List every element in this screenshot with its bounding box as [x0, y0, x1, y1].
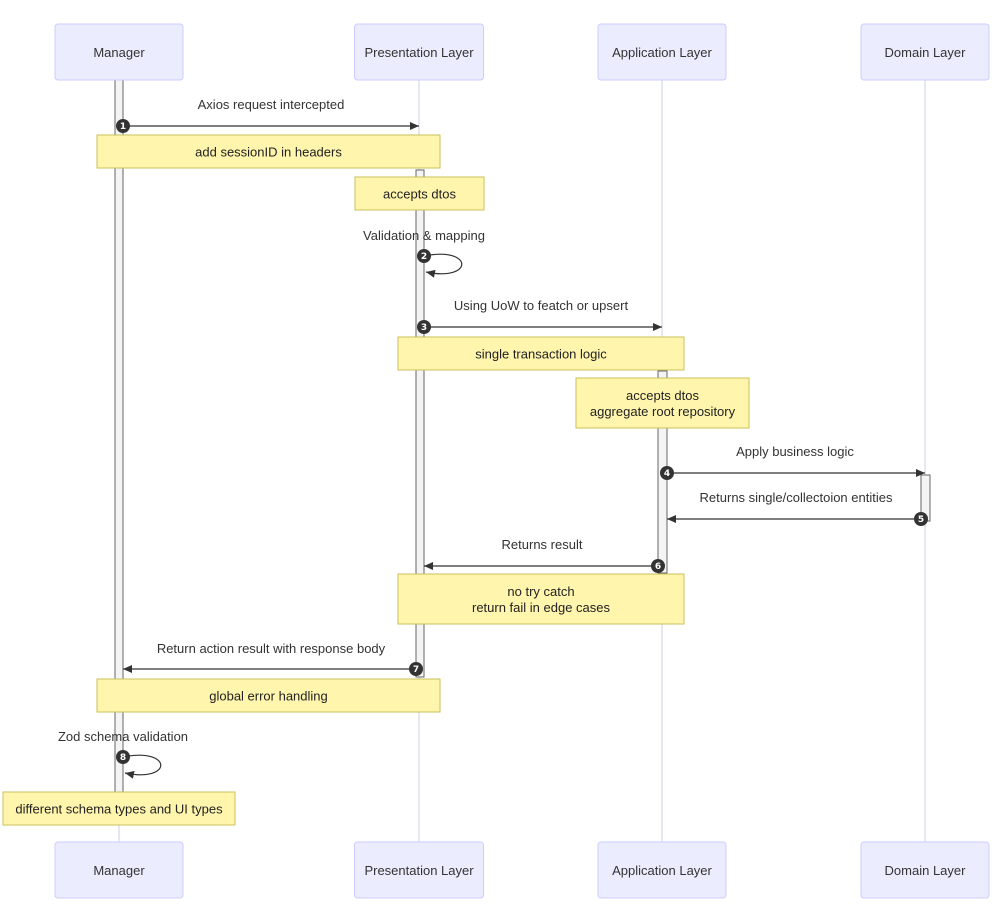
sequence-number-badge — [409, 662, 423, 676]
note-6: global error handling — [96, 678, 441, 713]
participant-box — [860, 23, 990, 81]
sequence-number-badge — [417, 249, 431, 263]
message-3: Using UoW to featch or upsert 3 — [417, 298, 662, 334]
sequence-number-badge — [116, 750, 130, 764]
participant-label: Domain Layer — [885, 45, 967, 60]
participant-manager-bottom[interactable]: Manager — [54, 841, 184, 899]
message-label: Axios request intercepted — [198, 97, 345, 112]
sequence-number: 8 — [120, 753, 126, 763]
self-message-arrow — [423, 253, 463, 278]
note-text: single transaction logic — [475, 347, 607, 362]
note-box — [397, 336, 685, 371]
message-8: Zod schema validation 8 — [58, 729, 188, 779]
participant-label: Presentation Layer — [364, 863, 474, 878]
participant-domain-bottom[interactable]: Domain Layer — [860, 841, 990, 899]
sequence-number-badge — [660, 466, 674, 480]
note-box — [96, 678, 441, 713]
participant-box — [54, 23, 184, 81]
note-box — [354, 176, 485, 211]
note-7: different schema types and UI types — [2, 791, 236, 826]
participant-box — [860, 841, 990, 899]
message-7: Return action result with response body 7 — [123, 641, 423, 676]
sequence-number-badge — [914, 512, 928, 526]
note-text: accepts dtos — [626, 388, 699, 403]
participant-label: Presentation Layer — [364, 45, 474, 60]
note-text: aggregate root repository — [590, 404, 736, 419]
self-message-arrow — [122, 754, 162, 779]
note-box — [397, 573, 685, 625]
sequence-number-badge — [651, 559, 665, 573]
participant-label: Manager — [93, 45, 145, 60]
message-2: Validation & mapping 2 — [363, 228, 485, 278]
participant-domain-top[interactable]: Domain Layer — [860, 23, 990, 81]
participant-presentation-bottom[interactable]: Presentation Layer — [354, 841, 484, 899]
activation-presentation — [415, 169, 425, 678]
note-box — [575, 377, 750, 429]
sequence-number-badge — [417, 320, 431, 334]
message-label: Apply business logic — [736, 444, 854, 459]
sequence-number: 7 — [413, 665, 419, 675]
note-3: single transaction logic — [397, 336, 685, 371]
message-label: Using UoW to featch or upsert — [454, 298, 629, 313]
note-1: add sessionID in headers — [96, 134, 441, 169]
participant-presentation-top[interactable]: Presentation Layer — [354, 23, 484, 81]
sequence-number: 1 — [120, 122, 126, 132]
message-label: Validation & mapping — [363, 228, 485, 243]
participant-box — [354, 23, 484, 81]
sequence-number: 4 — [664, 469, 670, 479]
lifelines — [118, 80, 926, 842]
participant-box — [54, 841, 184, 899]
sequence-number: 3 — [421, 323, 427, 333]
sequence-number-badge — [116, 119, 130, 133]
message-6: Returns result 6 — [424, 537, 665, 573]
sequence-number: 6 — [655, 562, 661, 572]
notes: add sessionID in headers accepts dtos sing… — [2, 134, 750, 826]
participant-label: Domain Layer — [885, 863, 967, 878]
message-label: Return action result with response body — [157, 641, 386, 656]
note-text: accepts dtos — [383, 187, 456, 202]
message-label: Zod schema validation — [58, 729, 188, 744]
note-text: no try catch — [507, 584, 574, 599]
sequence-number: 2 — [421, 252, 427, 262]
participant-manager-top[interactable]: Manager — [54, 23, 184, 81]
participant-box — [354, 841, 484, 899]
participant-box — [597, 841, 727, 899]
message-label: Returns result — [502, 537, 583, 552]
note-box — [96, 134, 441, 169]
note-text: return fail in edge cases — [472, 600, 611, 615]
sequence-number: 5 — [918, 515, 924, 525]
participant-box — [597, 23, 727, 81]
note-text: global error handling — [209, 689, 328, 704]
participant-application-top[interactable]: Application Layer — [597, 23, 727, 81]
participant-application-bottom[interactable]: Application Layer — [597, 841, 727, 899]
message-5: Returns single/collectoion entities 5 — [667, 490, 928, 526]
participant-label: Application Layer — [612, 863, 712, 878]
message-label: Returns single/collectoion entities — [700, 490, 893, 505]
note-box — [2, 791, 236, 826]
participant-label: Application Layer — [612, 45, 712, 60]
note-text: add sessionID in headers — [195, 145, 342, 160]
note-2: accepts dtos — [354, 176, 485, 211]
message-4: Apply business logic 4 — [660, 444, 925, 480]
participant-label: Manager — [93, 863, 145, 878]
message-1: Axios request intercepted 1 — [116, 97, 419, 133]
note-text: different schema types and UI types — [15, 802, 223, 817]
